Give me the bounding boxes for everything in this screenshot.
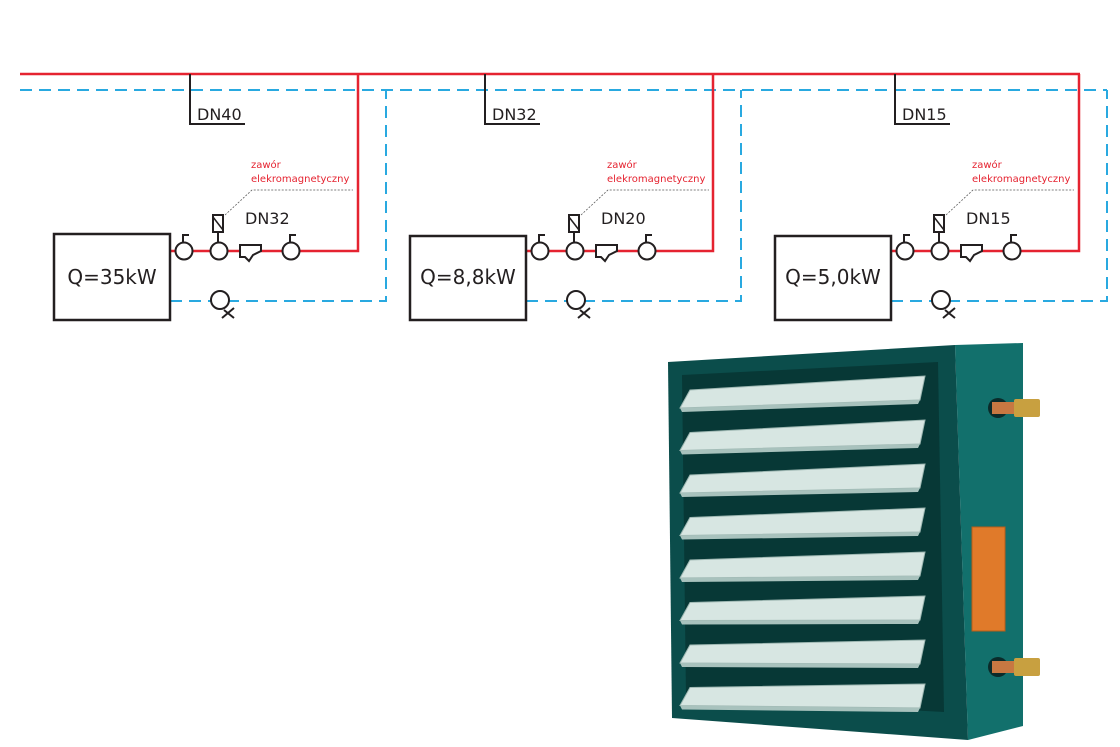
strainer-icon <box>960 244 983 263</box>
louver-blade-edge <box>680 488 920 497</box>
valve-handle-icon <box>182 234 189 242</box>
solenoid-valve-note-2: elekromagnetyczny <box>607 174 706 185</box>
ball-valve-icon <box>637 241 657 261</box>
heater-box <box>408 234 528 322</box>
solenoid-valve-icon <box>565 241 585 261</box>
branch-dn-leader <box>894 74 950 125</box>
solenoid-valve-icon <box>209 241 229 261</box>
solenoid-coil-mark <box>568 216 580 231</box>
louver-blade-edge <box>680 620 920 625</box>
pump-icon <box>931 290 951 310</box>
louver-blade-edge <box>680 400 920 412</box>
solenoid-valve-note: zawór <box>607 159 638 171</box>
louver-blade-edge <box>680 663 920 668</box>
note-leader-line <box>580 189 709 216</box>
ball-valve-icon <box>174 241 194 261</box>
branch-dn-leader <box>484 74 540 125</box>
branch-dn-label: DN15 <box>902 105 947 124</box>
branch-dn-label: DN32 <box>492 105 537 124</box>
heater-box <box>52 232 172 322</box>
heater-branches: DN40Q=35kWDN32zawórelekromagnetycznyDN32… <box>52 74 1108 322</box>
solenoid-coil-mark <box>212 216 224 231</box>
valve-dn-label: DN15 <box>966 209 1011 228</box>
copper-pipe-icon <box>992 402 1014 414</box>
pump-stem <box>579 309 591 319</box>
solenoid-valve-note-2: elekromagnetyczny <box>251 174 350 185</box>
pump-icon <box>566 290 586 310</box>
valve-handle-icon <box>645 234 652 242</box>
solenoid-valve-note: zawór <box>251 159 282 171</box>
strainer-icon <box>595 244 618 263</box>
strainer-icon <box>239 244 262 263</box>
ball-valve-icon <box>895 241 915 261</box>
supply-branch-pipe <box>526 74 715 253</box>
louver-blade <box>679 683 926 709</box>
solenoid-valve-note-2: elekromagnetyczny <box>972 174 1071 185</box>
pump-icon <box>210 290 230 310</box>
heater-power-label: Q=35kW <box>67 265 157 289</box>
heater-box <box>773 234 893 322</box>
valve-handle-icon <box>538 234 545 242</box>
return-branch-pipe <box>891 90 1108 302</box>
supply-branch-pipe <box>891 74 1081 253</box>
ball-valve-icon <box>530 241 550 261</box>
ball-valve-icon <box>1002 241 1022 261</box>
valve-handle-icon <box>289 234 296 242</box>
pump-base <box>577 307 591 319</box>
louver-blade-edge <box>680 576 920 582</box>
heater-power-label: Q=5,0kW <box>785 265 881 289</box>
return-branch-pipe <box>526 90 742 302</box>
unit-heater-photo <box>668 343 1040 740</box>
valve-group <box>530 214 657 319</box>
pump-stem <box>223 309 235 319</box>
louver-blade-edge <box>680 705 920 712</box>
louver-blade-edge <box>680 532 920 540</box>
valve-group <box>174 214 301 319</box>
solenoid-valve-icon <box>930 241 950 261</box>
solenoid-coil-mark <box>933 216 945 231</box>
heater-power-label: Q=8,8kW <box>420 265 516 289</box>
louver-blade-edge <box>680 444 920 455</box>
valve-dn-label: DN32 <box>245 209 290 228</box>
pump-base <box>221 307 235 319</box>
warning-label <box>971 526 1006 632</box>
solenoid-valve-note: zawór <box>972 159 1003 171</box>
supply-branch-pipe <box>170 74 360 253</box>
valve-handle-icon <box>1010 234 1017 242</box>
pump-stem <box>944 309 956 319</box>
brass-fitting-icon <box>1014 399 1040 417</box>
branch-dn-label: DN40 <box>197 105 242 124</box>
valve-group <box>895 214 1022 319</box>
brass-fitting-icon <box>1014 658 1040 676</box>
note-leader-line <box>945 189 1074 216</box>
branch-dn-leader <box>189 74 245 125</box>
copper-pipe-icon <box>992 661 1014 673</box>
pump-base <box>942 307 956 319</box>
valve-dn-label: DN20 <box>601 209 646 228</box>
return-branch-pipe <box>170 90 387 302</box>
ball-valve-icon <box>281 241 301 261</box>
note-leader-line <box>224 189 353 216</box>
valve-handle-icon <box>903 234 910 242</box>
